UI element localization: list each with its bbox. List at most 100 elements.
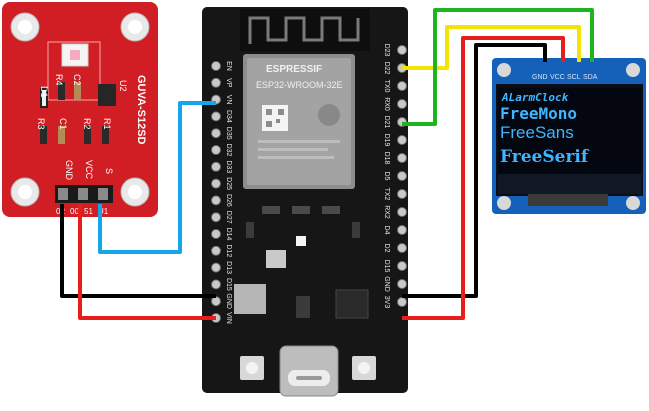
pin-label-gnd: GND <box>64 160 74 181</box>
pin-label: EN <box>225 61 232 71</box>
pin-label: VP <box>225 78 232 88</box>
oled-pin-scl: SCL <box>567 74 581 81</box>
sda-wire <box>402 8 594 126</box>
signal-wire <box>98 101 216 254</box>
pin-label: D21 <box>383 116 390 129</box>
usb-uart-chip <box>335 289 369 319</box>
pin-label: D23 <box>383 44 390 57</box>
footer-code: U1 <box>98 207 109 216</box>
sensor-model-label: GUVA-S12SD <box>135 75 147 145</box>
header-pin <box>211 262 221 273</box>
pin-label: D14 <box>225 228 232 241</box>
header-pin <box>397 171 407 181</box>
oled-screen <box>498 88 641 174</box>
voltage-regulator <box>234 284 266 314</box>
header-pin <box>211 245 221 256</box>
oled-line-3: FreeSans <box>500 123 574 142</box>
header-pin <box>211 111 221 122</box>
label-r3: R3 <box>36 118 46 130</box>
pin-label: D26 <box>225 194 232 207</box>
header-pin <box>397 243 407 253</box>
scl-wire <box>402 25 581 70</box>
header-pin <box>211 145 221 155</box>
pin-label: D15 <box>383 260 390 273</box>
pin-label: RX2 <box>383 205 390 219</box>
pin-label: D33 <box>225 160 232 173</box>
header-pin <box>211 296 221 307</box>
header-pin <box>397 99 407 109</box>
pin-label: D18 <box>383 152 390 165</box>
label-r2: R2 <box>82 118 92 130</box>
pin-label: TX0 <box>383 80 390 93</box>
mounting-hole <box>626 63 640 77</box>
label-r4: R4 <box>54 74 64 86</box>
oled-pin-vcc: VCC <box>550 74 565 81</box>
oled-line-4: FreeSerif <box>500 147 590 167</box>
pin-label: GND <box>383 276 390 292</box>
pin-label: D13 <box>225 261 232 274</box>
pin-label: D12 <box>225 244 232 257</box>
esp32-devkit: ESPRESSIF ESP32-WROOM-32E ENVPVND34D35D3… <box>202 7 408 397</box>
pin-label-s: S <box>104 168 114 174</box>
oled-display-module: GND VCC SCL SDA ALarmClock FreeMono Free… <box>492 58 646 214</box>
wires <box>60 8 594 320</box>
header-pin <box>397 207 407 217</box>
header-pin <box>397 135 407 145</box>
pin-label: VN <box>225 95 232 105</box>
mounting-hole <box>497 63 511 77</box>
pin-label: GND <box>225 293 232 309</box>
header-pin <box>211 61 221 71</box>
oled-line-1: ALarmClock <box>501 91 569 104</box>
pin-label: D32 <box>225 144 232 157</box>
module-brand: ESPRESSIF <box>266 64 322 75</box>
oled-line-2: FreeMono <box>500 104 577 123</box>
pin-label: D22 <box>383 62 390 75</box>
header-pin <box>211 212 221 223</box>
header-pin <box>211 161 221 172</box>
mounting-hole <box>497 196 511 210</box>
pin-label: RX0 <box>383 97 390 111</box>
gnd-wire <box>60 204 216 298</box>
sensor-pcb <box>2 2 158 217</box>
pin-label: D5 <box>383 172 390 181</box>
footer-code: 00 <box>70 207 79 216</box>
header-pin <box>211 229 221 239</box>
header-pin <box>211 77 221 88</box>
oled-pin-sda: SDA <box>583 74 598 81</box>
pin-label: D27 <box>225 211 232 224</box>
pin-label: VIN <box>225 312 232 324</box>
label-c1: C1 <box>58 118 68 130</box>
pin-label: 3V3 <box>383 296 390 309</box>
pin-label: D15 <box>225 278 232 291</box>
mounting-hole <box>626 196 640 210</box>
opamp-chip <box>98 84 116 106</box>
qr-code <box>262 105 288 131</box>
pin-label: D34 <box>225 110 232 123</box>
cert-logo <box>318 104 340 126</box>
header-pin <box>397 261 407 271</box>
header-pin <box>397 81 407 91</box>
pin-label: D4 <box>383 226 390 235</box>
label-c2: C2 <box>72 74 82 86</box>
header-pin <box>397 225 407 235</box>
label-u2: U2 <box>118 80 128 92</box>
label-d1: D1 <box>39 86 49 98</box>
header-pin <box>397 153 407 163</box>
right-pin-header: D23D22TX0RX0D21D19D18D5TX2RX2D4D2D15GND3… <box>383 44 407 309</box>
oled-pin-gnd: GND <box>532 74 548 81</box>
pin-label-vcc: VCC <box>84 160 94 180</box>
header-pin <box>397 297 407 307</box>
led <box>296 236 306 246</box>
header-pin <box>211 195 221 206</box>
oled-gnd-wire <box>402 43 547 298</box>
pcb-antenna-trace <box>248 16 360 44</box>
header-pin <box>397 189 407 199</box>
footer-code: 51 <box>84 207 93 216</box>
header-pin <box>397 279 407 289</box>
usb-serial-crystal <box>266 250 286 268</box>
vcc-wire <box>78 204 216 320</box>
header-pin <box>211 279 221 290</box>
pin-label: D25 <box>225 177 232 190</box>
